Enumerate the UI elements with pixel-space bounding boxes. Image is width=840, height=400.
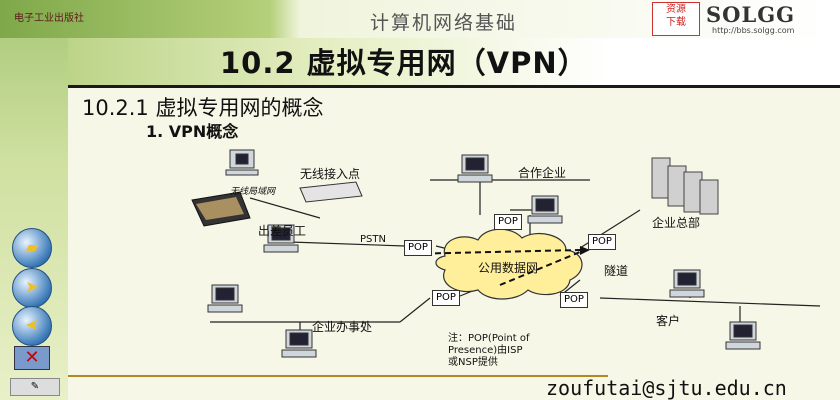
close-icon: ✕	[24, 347, 40, 368]
tunnel-label: 隧道	[604, 264, 629, 278]
hq-label: 企业总部	[652, 216, 701, 230]
pop-box: POP	[432, 290, 460, 306]
partner-label: 合作企业	[518, 166, 567, 180]
pstn-label: PSTN	[360, 234, 386, 245]
footer-email: zoufutai@sjtu.edu.cn	[546, 376, 787, 400]
title-divider	[68, 85, 840, 88]
footer-divider	[68, 375, 608, 377]
traveling-staff-label: 出差员工	[258, 224, 307, 238]
resource-badge-line1: 资源	[666, 4, 686, 15]
next-button[interactable]: ➤	[12, 268, 52, 308]
subsection-heading: 1. VPN概念	[146, 122, 239, 141]
exit-button[interactable]: ✕	[14, 346, 50, 370]
pop-note: 注：POP(Point of Presence)由ISP 或NSP提供	[448, 333, 529, 369]
course-title: 计算机网络基础	[370, 12, 518, 34]
title-strip	[68, 38, 840, 88]
resource-badge-line2: 下载	[666, 17, 686, 28]
top-band	[0, 0, 840, 38]
arrow-right-icon: ➤	[25, 277, 39, 296]
section-heading: 10.2.1 虚拟专用网的概念	[82, 96, 324, 120]
slide-title: 10.2 虚拟专用网（VPN）	[220, 46, 588, 80]
branch-office-label: 企业办事处	[312, 320, 373, 334]
corner-tool-icon[interactable]: ✎	[10, 378, 60, 396]
pop-box: POP	[588, 234, 616, 250]
customer-label: 客户	[656, 314, 681, 328]
wlan-label: 无线局域网	[230, 187, 276, 197]
wireless-ap-label: 无线接入点	[300, 167, 361, 181]
home-button[interactable]: ▰	[12, 228, 52, 268]
solgg-logo[interactable]: SOLGG	[706, 2, 796, 27]
resource-download-badge[interactable]: 资源 下载	[652, 2, 700, 36]
pop-note-line: 或NSP提供	[448, 357, 498, 368]
pop-note-line: Presence)由ISP	[448, 345, 523, 356]
public-network-label: 公用数据网	[478, 261, 539, 275]
folder-icon: ▰	[25, 237, 39, 256]
pop-note-line: 注：POP(Point of	[448, 333, 530, 344]
publisher-caption: 电子工业出版社	[14, 13, 84, 24]
pop-box: POP	[560, 292, 588, 308]
prev-button[interactable]: ➤	[12, 306, 52, 346]
pop-box: POP	[404, 240, 432, 256]
solgg-url[interactable]: http://bbs.solgg.com	[712, 26, 795, 35]
pop-box: POP	[494, 214, 522, 230]
